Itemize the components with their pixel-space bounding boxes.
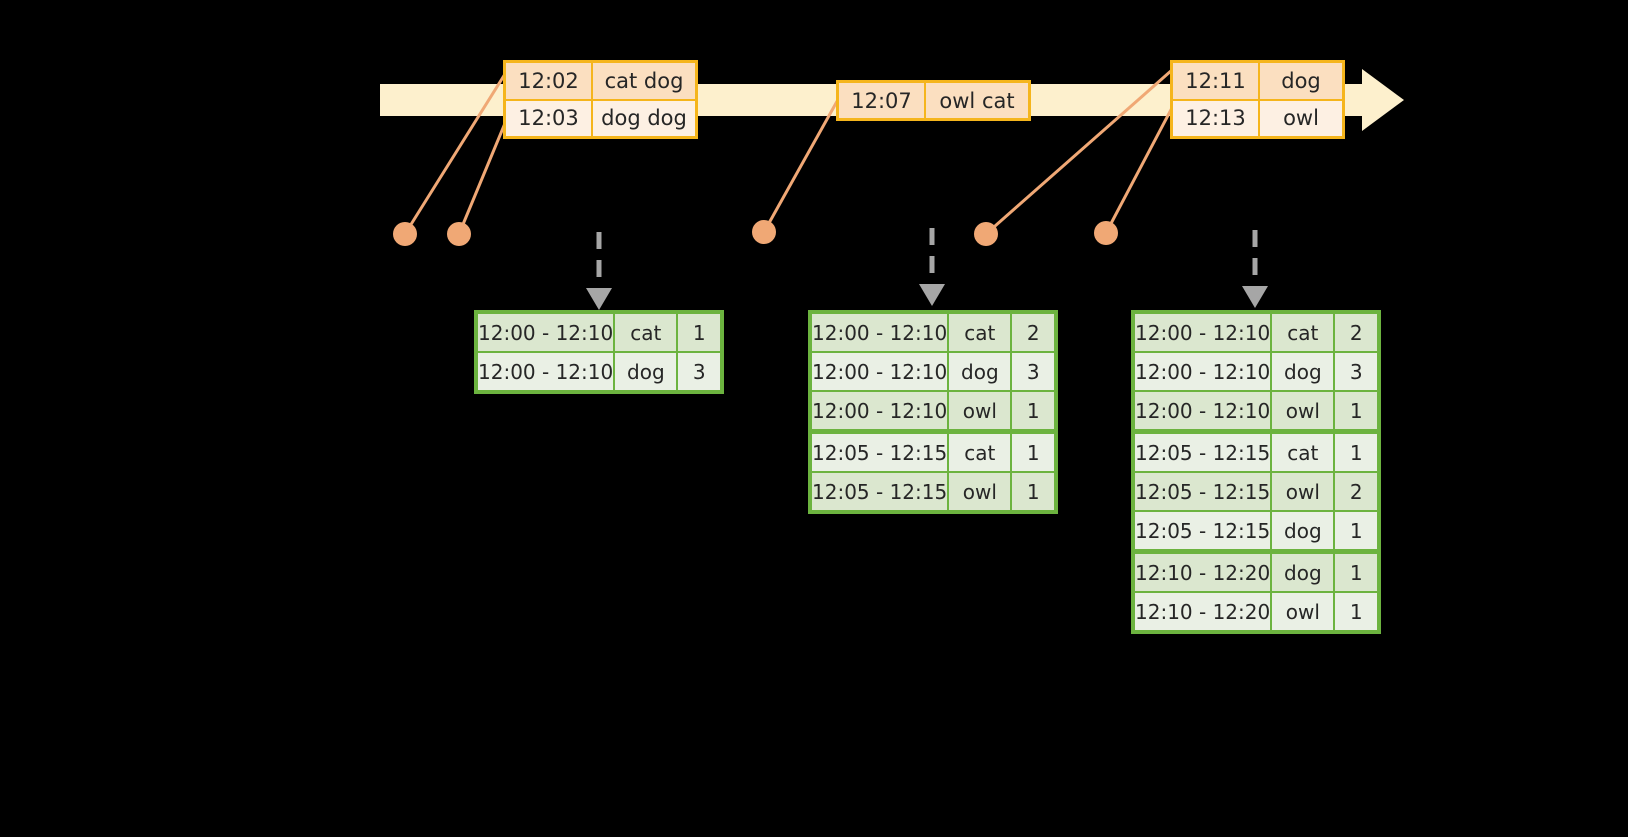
cell-window: 12:00 - 12:10 bbox=[1135, 392, 1271, 429]
cell-window: 12:05 - 12:15 bbox=[1135, 512, 1271, 549]
table-row[interactable]: 12:05 - 12:15 owl 1 bbox=[812, 473, 1054, 510]
cell-word: dog bbox=[1272, 554, 1334, 591]
event-dot-4 bbox=[974, 222, 998, 246]
event-row[interactable]: 12:11 dog bbox=[1173, 63, 1342, 99]
flow-arrow-2 bbox=[919, 228, 945, 306]
cell-window: 12:10 - 12:20 bbox=[1135, 593, 1271, 630]
cell-count: 1 bbox=[1335, 593, 1377, 630]
event-time: 12:13 bbox=[1173, 100, 1258, 136]
table-row[interactable]: 12:00 - 12:10 cat 2 bbox=[1135, 314, 1377, 351]
cell-count: 1 bbox=[1335, 392, 1377, 429]
cell-window: 12:00 - 12:10 bbox=[812, 314, 948, 351]
event-group-1[interactable]: 12:02 cat dog 12:03 dog dog bbox=[503, 60, 698, 139]
result-table-2[interactable]: 12:00 - 12:10 cat 2 12:00 - 12:10 dog 3 … bbox=[808, 310, 1058, 514]
cell-count: 1 bbox=[1335, 554, 1377, 591]
cell-window: 12:10 - 12:20 bbox=[1135, 554, 1271, 591]
table-row[interactable]: 12:05 - 12:15 cat 1 bbox=[812, 434, 1054, 471]
cell-window: 12:00 - 12:10 bbox=[812, 353, 948, 390]
cell-word: dog bbox=[1272, 353, 1334, 390]
timeline-arrow-head bbox=[1362, 69, 1404, 131]
cell-word: cat bbox=[1272, 314, 1334, 351]
event-dot-3 bbox=[752, 220, 776, 244]
result-table-3[interactable]: 12:00 - 12:10 cat 2 12:00 - 12:10 dog 3 … bbox=[1131, 310, 1381, 634]
cell-count: 1 bbox=[1012, 473, 1054, 510]
cell-count: 3 bbox=[678, 353, 720, 390]
table-row[interactable]: 12:00 - 12:10 dog 3 bbox=[812, 353, 1054, 390]
event-words: owl cat bbox=[924, 83, 1028, 118]
cell-window: 12:00 - 12:10 bbox=[812, 392, 948, 429]
cell-count: 3 bbox=[1335, 353, 1377, 390]
cell-count: 1 bbox=[1012, 392, 1054, 429]
cell-word: dog bbox=[949, 353, 1011, 390]
cell-count: 1 bbox=[1012, 434, 1054, 471]
table-row[interactable]: 12:05 - 12:15 owl 2 bbox=[1135, 473, 1377, 510]
event-words: dog bbox=[1258, 63, 1342, 99]
flow-arrow-1 bbox=[586, 232, 612, 310]
cell-window: 12:05 - 12:15 bbox=[812, 473, 948, 510]
event-row[interactable]: 12:07 owl cat bbox=[839, 83, 1028, 118]
table-row[interactable]: 12:00 - 12:10 owl 1 bbox=[1135, 392, 1377, 429]
event-dot-1 bbox=[393, 222, 417, 246]
event-time: 12:07 bbox=[839, 83, 924, 118]
event-group-3[interactable]: 12:11 dog 12:13 owl bbox=[1170, 60, 1345, 139]
flow-arrow-3 bbox=[1242, 230, 1268, 308]
cell-count: 3 bbox=[1012, 353, 1054, 390]
cell-word: owl bbox=[1272, 593, 1334, 630]
event-group-2[interactable]: 12:07 owl cat bbox=[836, 80, 1031, 121]
cell-window: 12:00 - 12:10 bbox=[478, 353, 614, 390]
cell-word: cat bbox=[1272, 434, 1334, 471]
event-time: 12:02 bbox=[506, 63, 591, 99]
event-row[interactable]: 12:03 dog dog bbox=[506, 98, 695, 136]
cell-count: 1 bbox=[678, 314, 720, 351]
event-time: 12:11 bbox=[1173, 63, 1258, 99]
cell-word: owl bbox=[1272, 392, 1334, 429]
table-row[interactable]: 12:05 - 12:15 cat 1 bbox=[1135, 434, 1377, 471]
cell-window: 12:00 - 12:10 bbox=[1135, 353, 1271, 390]
cell-count: 1 bbox=[1335, 434, 1377, 471]
cell-word: cat bbox=[615, 314, 677, 351]
table-row[interactable]: 12:10 - 12:20 dog 1 bbox=[1135, 554, 1377, 591]
table-row[interactable]: 12:00 - 12:10 cat 1 bbox=[478, 314, 720, 351]
event-words: cat dog bbox=[591, 63, 695, 99]
cell-count: 2 bbox=[1012, 314, 1054, 351]
cell-count: 2 bbox=[1335, 314, 1377, 351]
cell-word: owl bbox=[949, 473, 1011, 510]
table-row[interactable]: 12:00 - 12:10 cat 2 bbox=[812, 314, 1054, 351]
event-row[interactable]: 12:02 cat dog bbox=[506, 63, 695, 99]
table-row[interactable]: 12:05 - 12:15 dog 1 bbox=[1135, 512, 1377, 549]
cell-window: 12:05 - 12:15 bbox=[1135, 434, 1271, 471]
event-words: owl bbox=[1258, 100, 1342, 136]
cell-word: owl bbox=[949, 392, 1011, 429]
cell-count: 1 bbox=[1335, 512, 1377, 549]
table-row[interactable]: 12:10 - 12:20 owl 1 bbox=[1135, 593, 1377, 630]
cell-window: 12:00 - 12:10 bbox=[478, 314, 614, 351]
cell-word: dog bbox=[1272, 512, 1334, 549]
cell-word: cat bbox=[949, 314, 1011, 351]
result-table-1[interactable]: 12:00 - 12:10 cat 1 12:00 - 12:10 dog 3 bbox=[474, 310, 724, 394]
cell-window: 12:05 - 12:15 bbox=[1135, 473, 1271, 510]
event-time: 12:03 bbox=[506, 100, 591, 136]
event-row[interactable]: 12:13 owl bbox=[1173, 98, 1342, 136]
cell-window: 12:00 - 12:10 bbox=[1135, 314, 1271, 351]
table-row[interactable]: 12:00 - 12:10 dog 3 bbox=[478, 353, 720, 390]
cell-word: dog bbox=[615, 353, 677, 390]
event-dot-2 bbox=[447, 222, 471, 246]
cell-word: cat bbox=[949, 434, 1011, 471]
event-words: dog dog bbox=[591, 100, 695, 136]
cell-count: 2 bbox=[1335, 473, 1377, 510]
event-dot-5 bbox=[1094, 221, 1118, 245]
table-row[interactable]: 12:00 - 12:10 owl 1 bbox=[812, 392, 1054, 429]
cell-word: owl bbox=[1272, 473, 1334, 510]
cell-window: 12:05 - 12:15 bbox=[812, 434, 948, 471]
table-row[interactable]: 12:00 - 12:10 dog 3 bbox=[1135, 353, 1377, 390]
